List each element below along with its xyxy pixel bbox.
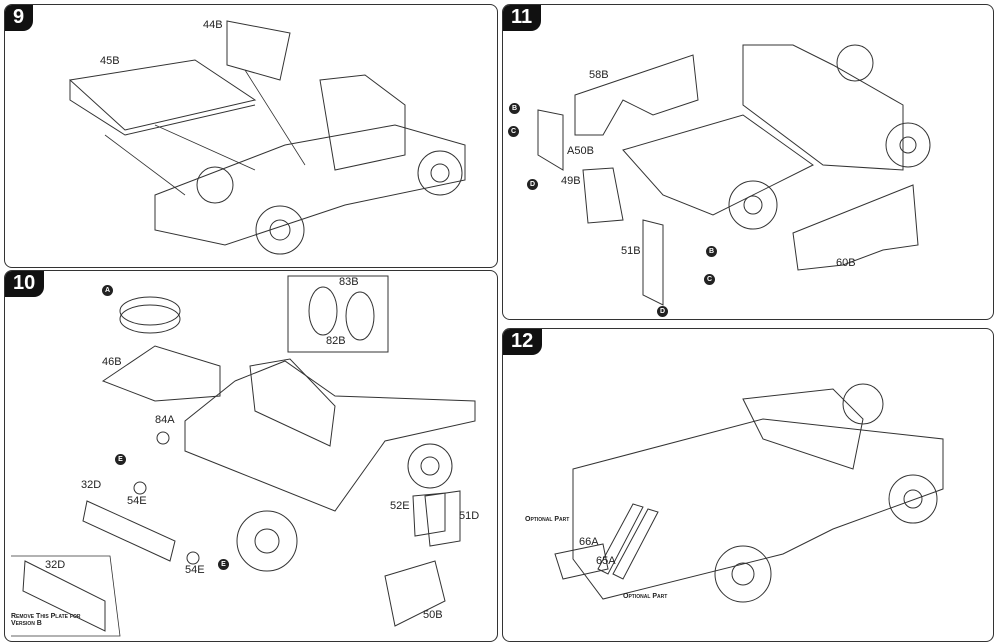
part-label: 65A (596, 555, 616, 567)
part-label: 32D (45, 559, 66, 571)
callout-marker: E (115, 454, 126, 465)
part-label: 46B (102, 356, 122, 368)
callout-marker: E (218, 559, 229, 570)
callout-marker: C (508, 126, 519, 137)
step-12-drawing (554, 383, 944, 603)
part-label: 52E (390, 500, 410, 512)
step-11-panel: 11 58B B C A50B D 49B 51B B C D 60B (502, 4, 994, 320)
part-label: 54E (185, 564, 205, 576)
part-label: 51D (459, 510, 480, 522)
part-label: 66A (579, 536, 599, 548)
callout-marker: B (509, 103, 520, 114)
step-number: 10 (5, 271, 45, 297)
step-11-drawing (537, 44, 931, 306)
step-12-panel: 12 Optional Part 66A 65A Optional Part (502, 328, 994, 642)
step-10-drawing (11, 275, 476, 637)
optional-part-note: Optional Part (525, 516, 570, 523)
part-label: A50B (567, 145, 594, 157)
part-label: 49B (561, 175, 581, 187)
part-label: 45B (100, 55, 120, 67)
step-9-panel: 9 44B 45B (4, 4, 498, 268)
step-number: 11 (503, 5, 542, 31)
callout-marker: B (706, 246, 717, 257)
step-9-drawing (68, 20, 466, 255)
part-label: 83B (339, 276, 359, 288)
optional-part-note: Optional Part (623, 593, 668, 600)
part-label: 50B (423, 609, 443, 621)
step-10-panel: 10 A 83B 82B 46B 84A E 32D 54E 54E E 52E… (4, 270, 498, 642)
step-number: 12 (503, 329, 543, 355)
part-label: 51B (621, 245, 641, 257)
part-label: 60B (836, 257, 856, 269)
part-label: 44B (203, 19, 223, 31)
part-label: 58B (589, 69, 609, 81)
step-number: 9 (5, 5, 34, 31)
part-label: 84A (155, 414, 175, 426)
callout-marker: D (527, 179, 538, 190)
callout-marker: D (657, 306, 668, 317)
remove-plate-note: Remove This Plate for Version B (11, 613, 81, 627)
part-label: 54E (127, 495, 147, 507)
part-label: 32D (81, 479, 102, 491)
callout-marker: C (704, 274, 715, 285)
callout-marker: A (102, 285, 113, 296)
part-label: 82B (326, 335, 346, 347)
